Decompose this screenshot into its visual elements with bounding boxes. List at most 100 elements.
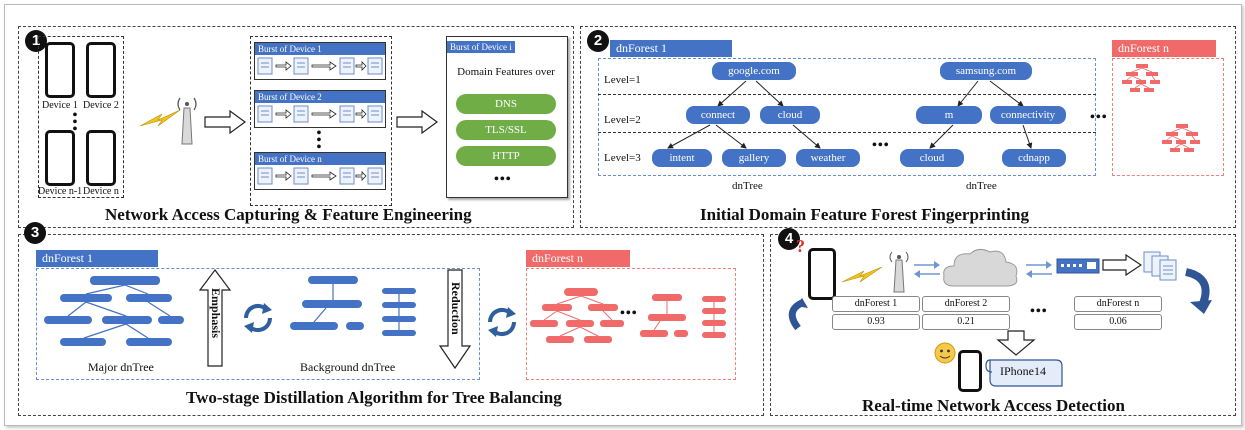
panel-3-number: 3 [24,222,46,244]
device-2-label: Device 2 [83,100,119,111]
burst-packets-graphic [257,57,383,185]
node-gallery: gallery [722,149,786,167]
result-phone-icon [958,350,982,392]
smiley-icon [934,342,956,364]
antenna-icon-4 [889,251,909,293]
level-1-divider [598,94,1096,95]
panel-distillation [18,234,764,416]
dntree-edges [667,80,1033,149]
node-intent: intent [652,149,712,167]
node-google-com: google.com [712,62,796,80]
reduction-arrow [438,269,472,370]
exchange-arrows [914,261,940,278]
dnforest-1-box-3 [36,268,480,380]
forest-1-name: dnForest 1 [832,296,920,312]
burst-device-n: Burst of Device n [254,152,386,190]
panel-1-title: Network Access Capturing & Feature Engin… [105,205,472,224]
feature-http: HTTP [456,146,556,166]
dnforest-1-tag-3: dnForest 1 [36,250,158,267]
dnforest-n-box-3 [526,268,736,380]
burst-device-n-header: Burst of Device n [255,153,385,165]
panel-detection [770,234,1236,416]
node-cdnapp: cdnapp [1002,149,1066,167]
result-device-label: IPhone14 [1000,364,1046,378]
forest-n-name: dnForest n [1074,296,1162,312]
domain-features-header: Burst of Device i [447,41,515,53]
devices-group [38,36,124,198]
background-dntree-label: Background dnTree [300,360,396,374]
burst-device-2-header: Burst of Device 2 [255,91,385,103]
vertical-dots: ••• [72,108,78,137]
phone-device-n-1 [45,130,75,186]
background-dntree-graphic [290,276,416,336]
node-m: m [916,106,982,124]
level-2-label: Level=2 [604,114,641,126]
level-3-label: Level=3 [604,152,641,164]
scroll-icon [985,359,1063,387]
reduction-label: Reduction [449,282,463,335]
level-1-label: Level=1 [604,74,641,86]
forests-more-dots: ••• [1090,110,1108,125]
question-mark: ? [796,236,805,256]
dnforest-n-tag: dnForest n [1112,40,1216,57]
node-samsung-com: samsung.com [940,62,1032,80]
node-weather: weather [796,149,860,167]
bursts-group [250,36,392,206]
antenna-icon [177,97,197,145]
packets-icon [1143,251,1177,281]
curved-arrow-right [1184,268,1212,314]
node-cloud-2: cloud [900,149,964,167]
panel-4-number: 4 [778,228,800,250]
dntree-label-2: dnTree [966,180,997,192]
dnforest-1-tag: dnForest 1 [610,40,732,57]
red-tree-icons [1121,63,1201,153]
phone-device-2 [86,42,116,98]
arrow-right-icon-2 [396,110,438,134]
panel-2-number: 2 [587,30,609,52]
arrow-down-icon [996,330,1036,356]
emphasis-label: Emphasis [209,288,223,339]
domain-features-title: Domain Features over [457,66,555,78]
panel-1-number: 1 [25,30,47,52]
feature-tls-ssl: TLS/SSL [456,120,556,140]
switch-icon [1056,258,1100,274]
feature-dns: DNS [456,94,556,114]
features-more-dots: ••• [494,172,512,187]
level-2-divider [598,132,1096,133]
arrow-right-icon-4 [1102,254,1142,276]
scores-more-dots: ••• [1030,304,1048,319]
phone-device-n [86,130,116,186]
node-connectivity: connectivity [990,106,1066,124]
dnforest-n-box [1112,58,1224,176]
curved-arrow-left [788,298,808,331]
phone-device-1 [45,42,75,98]
trees-more-dots: ••• [872,138,890,153]
panel-2-title: Initial Domain Feature Forest Fingerprin… [700,205,1029,224]
burst-device-1: Burst of Device 1 [254,42,386,80]
device-n-1-label: Device n-1 [38,186,83,197]
device-n-label: Device n [83,186,119,197]
domain-features-box: Burst of Device i [446,36,568,198]
panel-capturing [18,26,574,228]
forest-2-name: dnForest 2 [922,296,1010,312]
burst-device-2: Burst of Device 2 [254,90,386,128]
outer-frame [4,4,1242,426]
exchange-arrows-2 [1026,261,1052,278]
forest-n-score: 0.06 [1074,314,1162,330]
emphasis-arrow [198,269,232,367]
panel-3-title: Two-stage Distillation Algorithm for Tre… [186,388,562,407]
query-phone-icon [808,248,836,300]
wireless-link-icon-4 [841,266,883,283]
cloud-icon [943,248,1018,287]
major-dntree-graphic [44,276,184,346]
bursts-vertical-dots: ••• [316,126,322,155]
node-cloud: cloud [760,106,820,124]
panel-fingerprinting [580,26,1236,228]
dnforest-1-box [598,58,1096,176]
forest-2-score: 0.21 [922,314,1010,330]
device-1-label: Device 1 [42,100,78,111]
dntree-label-1: dnTree [732,180,763,192]
node-connect: connect [686,106,750,124]
arrow-right-icon [204,110,246,134]
cycle-icon-2 [487,307,517,337]
